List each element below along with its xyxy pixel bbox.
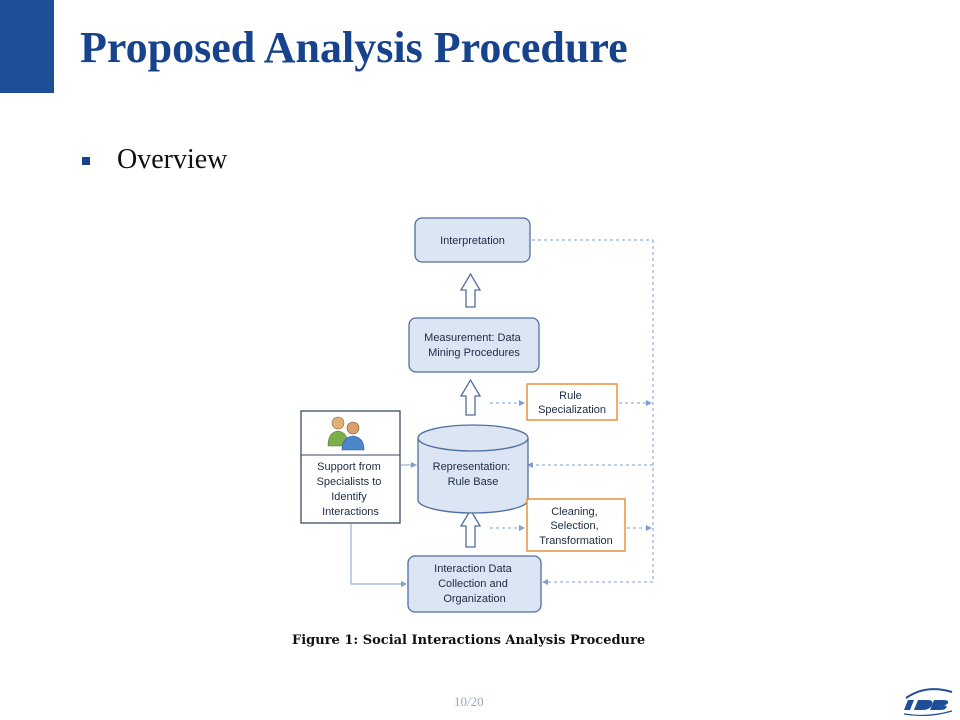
up-arrow-icon bbox=[459, 272, 482, 308]
node-support-specialists-label: Support from Specialists to Identify Int… bbox=[317, 461, 385, 518]
node-rule-specialization: Rule Specialization bbox=[526, 383, 618, 421]
dashed-feedback-lines bbox=[490, 239, 654, 585]
node-interaction-data: Interaction Data Collection and Organiza… bbox=[407, 555, 542, 613]
node-interaction-data-label: Interaction Data Collection and Organiza… bbox=[434, 563, 515, 605]
two-people-icon bbox=[327, 416, 365, 451]
node-rule-specialization-label: Rule Specialization bbox=[538, 390, 606, 416]
node-measurement-label: Measurement: Data Mining Procedures bbox=[424, 332, 524, 359]
node-interpretation: Interpretation bbox=[414, 217, 531, 263]
corner-accent-block bbox=[0, 0, 54, 93]
up-arrow-icon bbox=[459, 508, 482, 548]
support-connectors bbox=[350, 462, 417, 587]
node-interpretation-label: Interpretation bbox=[440, 235, 505, 247]
node-representation: Representation: Rule Base bbox=[417, 424, 529, 514]
bullet-square-icon bbox=[82, 157, 90, 165]
figure-caption: Figure 1: Social Interactions Analysis P… bbox=[292, 633, 646, 648]
node-support-specialists: Support from Specialists to Identify Int… bbox=[300, 410, 401, 524]
page-number: 10/20 bbox=[454, 694, 484, 709]
bullet-overview: Overview bbox=[117, 144, 228, 175]
analysis-procedure-diagram: Interpretation Measurement: Data Mining … bbox=[300, 217, 654, 613]
up-arrow-icons bbox=[459, 272, 482, 548]
up-arrow-icon bbox=[459, 378, 482, 416]
idb-logo-icon bbox=[903, 688, 953, 717]
node-representation-label: Representation: Rule Base bbox=[433, 461, 514, 488]
node-cleaning: Cleaning, Selection, Transformation bbox=[526, 498, 626, 552]
node-measurement: Measurement: Data Mining Procedures bbox=[408, 317, 540, 373]
node-cleaning-label: Cleaning, Selection, Transformation bbox=[539, 506, 613, 547]
slide-title: Proposed Analysis Procedure bbox=[80, 23, 628, 72]
